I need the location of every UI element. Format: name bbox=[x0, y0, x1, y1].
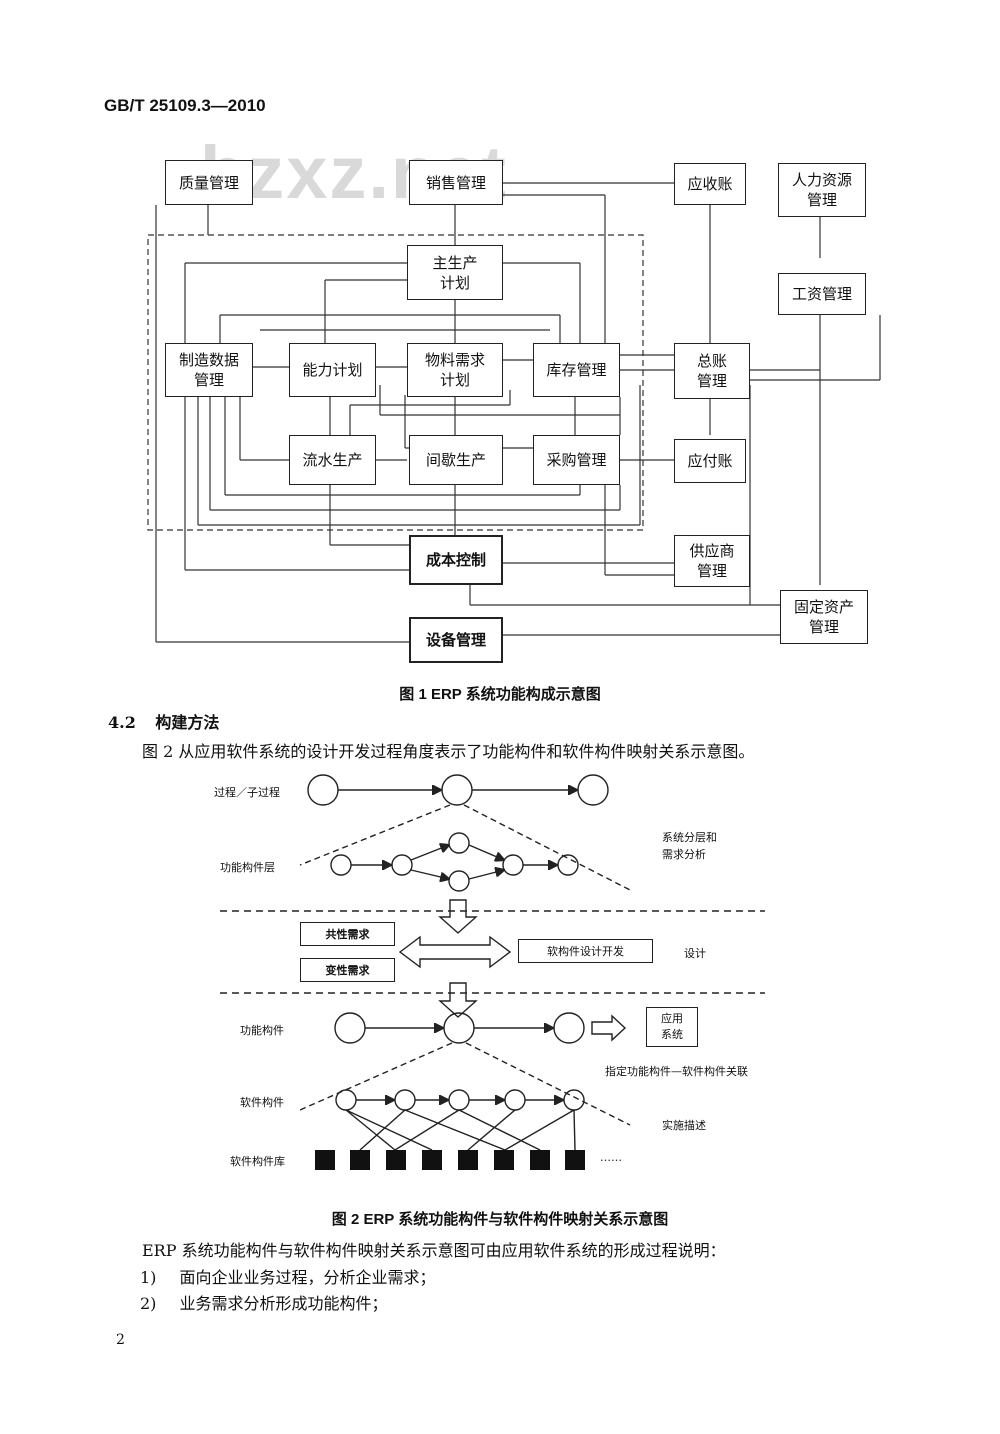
page-number: 2 bbox=[116, 1332, 125, 1348]
box-flow-production: 流水生产 bbox=[289, 435, 376, 485]
box-fixed-assets: 固定资产 管理 bbox=[780, 590, 868, 644]
label-process: 过程／子过程 bbox=[214, 786, 280, 799]
box-application-system: 应用 系统 bbox=[646, 1007, 698, 1047]
section-number: 4.2 bbox=[108, 713, 136, 732]
box-ledger: 总账 管理 bbox=[674, 343, 750, 399]
box-intermittent-production: 间歇生产 bbox=[409, 435, 503, 485]
box-payroll: 工资管理 bbox=[778, 273, 866, 315]
list-number: 2) bbox=[140, 1294, 157, 1313]
box-software-dev: 软构件设计开发 bbox=[518, 939, 653, 963]
box-cost-control: 成本控制 bbox=[409, 535, 503, 585]
list-item-1: 1) 面向企业业务过程，分析企业需求； bbox=[140, 1264, 436, 1288]
label-software-component: 软件构件 bbox=[240, 1096, 284, 1109]
list-item-2: 2) 业务需求分析形成功能构件； bbox=[140, 1290, 388, 1314]
figure-1-connectors bbox=[147, 182, 881, 643]
label-design: 设计 bbox=[684, 947, 706, 960]
label-implementation: 实施描述 bbox=[662, 1119, 706, 1132]
label-assign-mapping: 指定功能构件—软件构件关联 bbox=[605, 1065, 748, 1078]
box-mrp: 物料需求 计划 bbox=[407, 343, 503, 397]
box-receivable: 应收账 bbox=[674, 163, 746, 205]
standard-number: GB/T 25109.3—2010 bbox=[104, 96, 266, 115]
list-text: 业务需求分析形成功能构件； bbox=[179, 1294, 388, 1313]
box-equipment: 设备管理 bbox=[409, 617, 503, 663]
box-mfg-data: 制造数据 管理 bbox=[165, 343, 253, 397]
ellipsis: …… bbox=[600, 1151, 622, 1164]
label-function-layer: 功能构件层 bbox=[220, 861, 275, 874]
box-capacity: 能力计划 bbox=[289, 343, 376, 397]
section-title: 构建方法 bbox=[155, 713, 220, 732]
box-payable: 应付账 bbox=[674, 439, 746, 483]
figure-2-caption: 图 2 ERP 系统功能构件与软件构件映射关系示意图 bbox=[331, 1211, 669, 1228]
figure-1-caption: 图 1 ERP 系统功能构成示意图 bbox=[399, 686, 601, 703]
list-text: 面向企业业务过程，分析企业需求； bbox=[179, 1268, 436, 1287]
box-mps: 主生产 计划 bbox=[407, 245, 503, 300]
intro-paragraph: 图 2 从应用软件系统的设计开发过程角度表示了功能构件和软件构件映射关系示意图。 bbox=[142, 742, 755, 761]
figure-2-graphics bbox=[220, 774, 765, 1170]
box-purchase: 采购管理 bbox=[533, 435, 620, 485]
figure-1: 质量管理 销售管理 应收账 人力资源 管理 主生产 计划 工资管理 制造数据 管… bbox=[60, 155, 940, 670]
box-hr: 人力资源 管理 bbox=[778, 163, 866, 217]
label-function-component: 功能构件 bbox=[240, 1024, 284, 1037]
box-common-requirements: 共性需求 bbox=[300, 922, 395, 946]
label-software-library: 软件构件库 bbox=[230, 1155, 285, 1168]
box-supplier: 供应商 管理 bbox=[674, 535, 750, 587]
figure-2: 过程／子过程 功能构件层 系统分层和 需求分析 共性需求 变性需求 软构件设计开… bbox=[200, 765, 800, 1185]
label-layering: 系统分层和 需求分析 bbox=[662, 831, 717, 861]
box-sales: 销售管理 bbox=[409, 160, 503, 205]
body-paragraph: ERP 系统功能构件与软件构件映射关系示意图可由应用软件系统的形成过程说明： bbox=[142, 1241, 726, 1260]
box-variable-requirements: 变性需求 bbox=[300, 958, 395, 982]
box-quality: 质量管理 bbox=[165, 160, 253, 205]
list-number: 1) bbox=[140, 1268, 157, 1287]
box-inventory: 库存管理 bbox=[533, 343, 620, 397]
section-heading: 4.2 构建方法 bbox=[108, 709, 219, 733]
